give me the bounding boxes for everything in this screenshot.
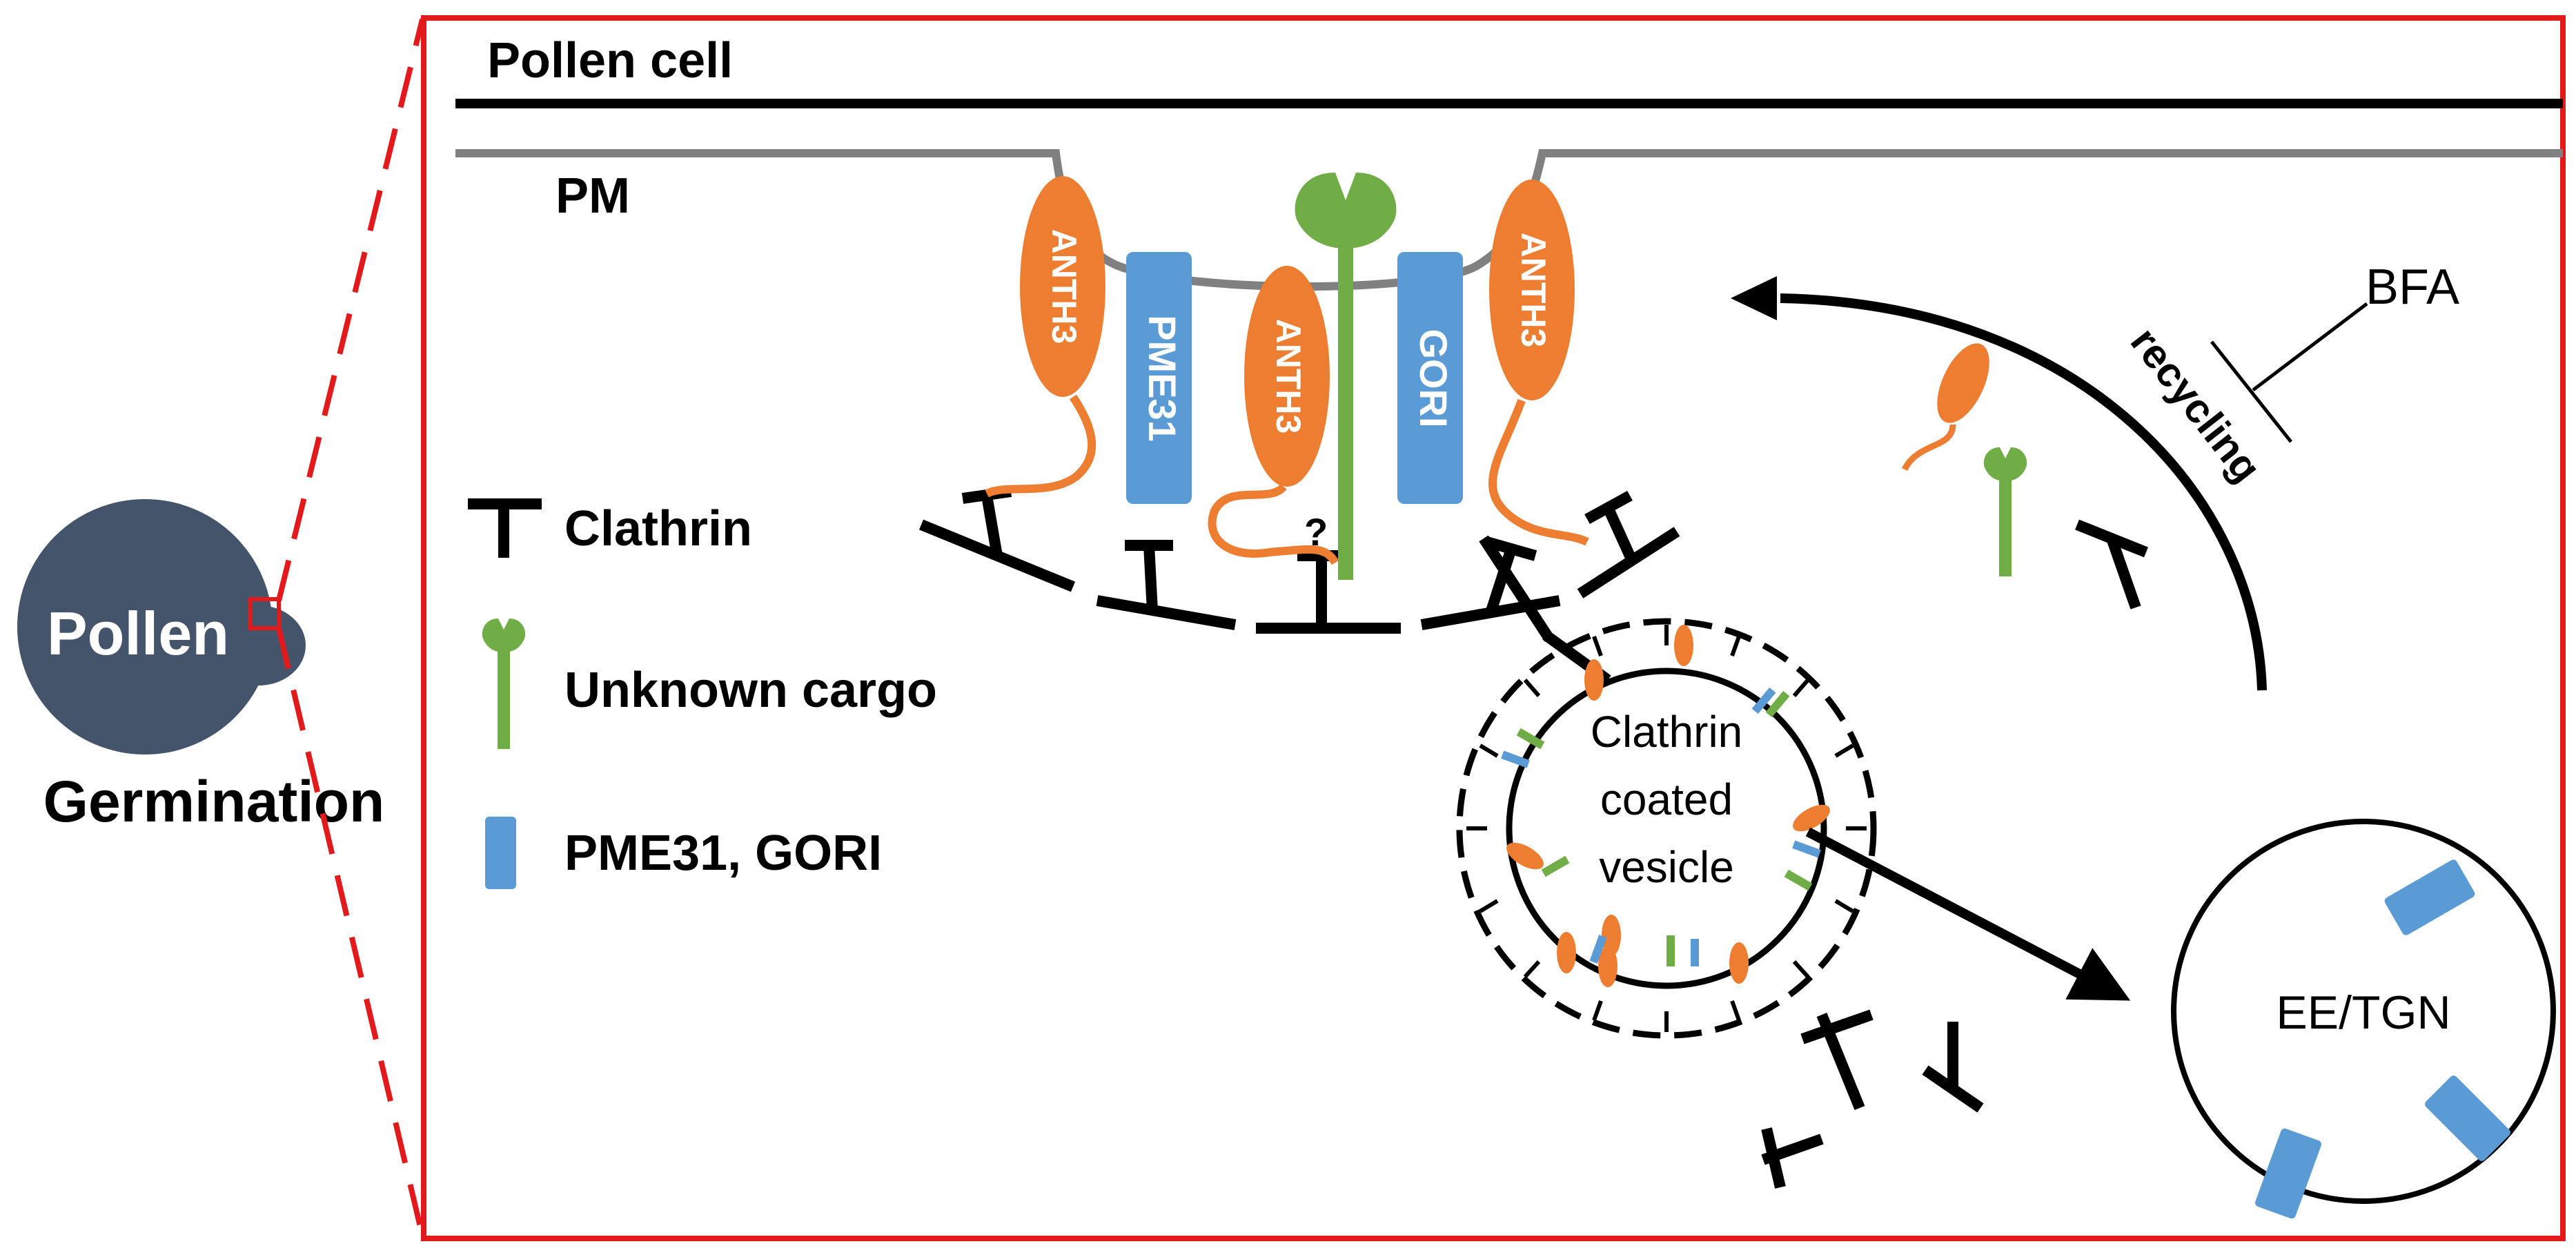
anth3-left: ANTH3 <box>985 176 1105 498</box>
vesicle-coat-spikes <box>1466 625 1867 1032</box>
gori-label: GORI <box>1412 329 1455 427</box>
pme-gori-bar-icon <box>485 817 516 889</box>
gori-protein: GORI <box>1397 252 1463 504</box>
vesicle-receptors <box>1516 690 1813 966</box>
clathrin-coat-arc <box>918 486 1680 685</box>
legend: Clathrin Unknown cargo PME31, GORI <box>468 498 937 889</box>
cargo-receptor-pit <box>1295 173 1397 580</box>
ee-tgn-compartment: EE/TGN <box>2171 819 2556 1219</box>
pm-label: PM <box>555 168 630 224</box>
pollen-cell-label: Pollen cell <box>487 33 733 88</box>
vesicle-anth3-cargo <box>1506 625 1830 987</box>
vesicle-label-line2: coated <box>1600 775 1733 824</box>
anth3-middle-label: ANTH3 <box>1269 319 1308 434</box>
legend-pme-gori-label: PME31, GORI <box>564 826 882 881</box>
transport-arrow <box>1805 827 2131 1001</box>
vesicle-membrane <box>1506 668 1827 989</box>
pollen-label: Pollen <box>47 599 229 668</box>
unknown-link-mark: ? <box>1304 510 1328 554</box>
ee-tgn-label: EE/TGN <box>2276 986 2450 1039</box>
germination-label: Germination <box>43 769 385 834</box>
detail-panel-frame <box>421 15 2566 1241</box>
cargo-receptor-icon <box>482 619 526 749</box>
recycled-anth3 <box>1901 343 1989 471</box>
clathrin-coated-vesicle: Clathrin coated vesicle <box>1456 618 1877 1039</box>
vesicle-pme-gori <box>1501 687 1821 966</box>
recycled-cargo <box>1983 447 2027 576</box>
zoom-line-top <box>276 19 425 601</box>
pollen-grain: Pollen <box>17 499 306 755</box>
bfa-inhibition <box>2210 302 2368 443</box>
recycling-label: recycling <box>2122 319 2270 491</box>
clathrin-triskelion-icon <box>468 498 542 558</box>
recycled-clathrin <box>2075 519 2148 610</box>
vesicle-coat <box>1456 618 1877 1039</box>
vesicle-label-line3: vesicle <box>1599 842 1734 892</box>
recycling-arrow <box>1731 276 2267 691</box>
zoom-box <box>248 597 281 630</box>
anth3-right-label: ANTH3 <box>1514 233 1553 348</box>
free-clathrin <box>1761 1009 1984 1189</box>
legend-cargo-label: Unknown cargo <box>564 663 937 718</box>
pme31-protein: PME31 <box>1126 252 1192 504</box>
vesicle-label-line1: Clathrin <box>1591 707 1743 757</box>
pme31-label: PME31 <box>1141 315 1184 442</box>
pollen-body <box>17 499 273 755</box>
anth3-middle: ANTH3 <box>1208 266 1339 565</box>
anth3-right: ANTH3 <box>1488 179 1589 546</box>
legend-clathrin-label: Clathrin <box>564 501 752 556</box>
zoom-line-bottom <box>276 628 425 1236</box>
anth3-left-label: ANTH3 <box>1045 229 1083 344</box>
bfa-label: BFA <box>2366 260 2459 315</box>
